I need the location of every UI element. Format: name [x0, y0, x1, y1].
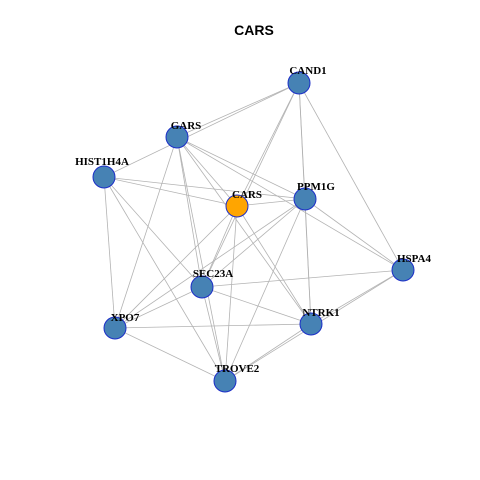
node-ppm1g: PPM1G	[293, 181, 335, 211]
node-circle-ppm1g	[293, 187, 317, 211]
node-sec23a: SEC23A	[190, 268, 233, 299]
node-cars: CARS	[225, 189, 262, 218]
node-circle-hist1h4a	[92, 165, 116, 189]
edge-hist1h4a-cars	[103, 176, 238, 207]
edge-sec23a-cand1	[201, 82, 300, 288]
node-circle-ntrk1	[299, 312, 323, 336]
edge-hist1h4a-xpo7	[103, 176, 116, 329]
edge-ppm1g-hspa4	[304, 198, 404, 271]
node-cand1: CAND1	[287, 65, 327, 95]
node-circle-sec23a	[190, 275, 214, 299]
node-circle-cand1	[287, 71, 311, 95]
node-label-ntrk1: NTRK1	[302, 307, 339, 319]
edge-sec23a-xpo7	[114, 286, 203, 329]
edge-sec23a-hspa4	[201, 269, 404, 288]
node-label-sec23a: SEC23A	[193, 268, 233, 280]
edge-cars-trove2	[224, 205, 238, 382]
node-label-cars: CARS	[232, 189, 262, 201]
edge-hist1h4a-ppm1g	[103, 176, 306, 200]
node-trove2: TROVE2	[213, 363, 260, 393]
node-label-hist1h4a: HIST1H4A	[75, 156, 129, 168]
edge-gars-xpo7	[114, 136, 178, 329]
node-label-hspa4: HSPA4	[397, 253, 432, 265]
graph-title: CARS	[234, 22, 274, 38]
node-circle-gars	[165, 125, 189, 149]
edge-cars-cand1	[236, 82, 300, 207]
node-ntrk1: NTRK1	[299, 307, 340, 336]
edge-ppm1g-sec23a	[201, 198, 306, 288]
edge-gars-cand1	[176, 82, 300, 138]
node-label-cand1: CAND1	[289, 65, 326, 77]
node-gars: GARS	[165, 120, 202, 149]
edge-hspa4-ntrk1	[310, 269, 404, 325]
edge-gars-ppm1g	[176, 136, 306, 200]
node-label-trove2: TROVE2	[215, 363, 260, 375]
edge-gars-sec23a	[176, 136, 203, 288]
node-label-ppm1g: PPM1G	[297, 181, 335, 193]
edge-xpo7-trove2	[114, 327, 226, 382]
node-hist1h4a: HIST1H4A	[75, 156, 129, 189]
edge-ppm1g-xpo7	[114, 198, 306, 329]
edge-sec23a-ntrk1	[201, 286, 312, 325]
edge-hist1h4a-sec23a	[103, 176, 203, 288]
edge-gars-ntrk1	[176, 136, 312, 325]
node-circle-trove2	[213, 369, 237, 393]
edge-gars-trove2	[176, 136, 226, 382]
edge-ntrk1-trove2	[224, 323, 312, 382]
node-xpo7: XPO7	[103, 312, 140, 340]
edge-gars-cars	[176, 136, 238, 207]
edges-layer	[103, 82, 404, 382]
edge-cars-xpo7	[114, 205, 238, 329]
node-label-xpo7: XPO7	[111, 312, 140, 324]
edge-gars-hspa4	[176, 136, 404, 271]
node-circle-hspa4	[391, 258, 415, 282]
edge-hist1h4a-cand1	[103, 82, 300, 178]
node-hspa4: HSPA4	[391, 253, 432, 282]
edge-cars-sec23a	[201, 205, 238, 288]
edge-cars-ntrk1	[236, 205, 312, 325]
edge-sec23a-trove2	[201, 286, 226, 382]
node-label-gars: GARS	[171, 120, 202, 132]
edge-ppm1g-ntrk1	[304, 198, 312, 325]
edge-xpo7-ntrk1	[114, 323, 312, 329]
edge-hspa4-cand1	[298, 82, 404, 271]
node-circle-xpo7	[103, 316, 127, 340]
node-circle-cars	[225, 194, 249, 218]
edge-ppm1g-trove2	[224, 198, 306, 382]
